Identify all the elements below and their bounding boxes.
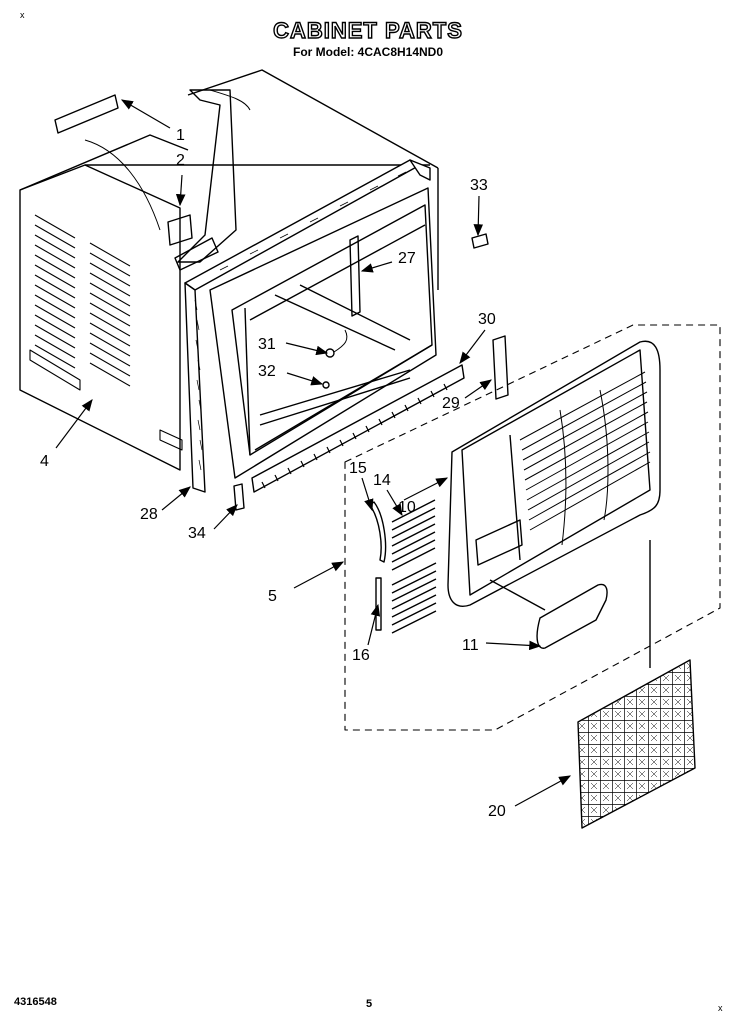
callout-16: 16 [352, 647, 370, 664]
callout-4: 2 [176, 152, 185, 169]
part-32-screw [322, 381, 330, 389]
model-subtitle: For Model: 4CAC8H14ND0 [292, 45, 444, 59]
cabinet-front-frame [209, 187, 437, 479]
part-31-wire [333, 329, 348, 353]
label-part [54, 94, 119, 134]
part-33-screw [471, 233, 489, 249]
control-door-link [489, 579, 546, 611]
control-door [536, 583, 608, 649]
part-34-clip [233, 483, 245, 511]
callout-15: 15 [349, 460, 367, 477]
front-grille [447, 340, 661, 607]
callout-labels: 1 2 4 5 10 11 14 15 16 20 27 28 29 30 31… [40, 127, 506, 820]
callout-14: 14 [373, 472, 391, 489]
part-15-strip [369, 501, 387, 563]
page-title: CABINET PARTS [272, 17, 463, 43]
callout-5: 1 [176, 127, 185, 144]
part-16-strip [375, 577, 382, 631]
air-filter [577, 659, 696, 829]
bottom-grille-strip [251, 364, 465, 493]
callout-11: 11 [462, 637, 479, 654]
cabinet-gasket [184, 159, 431, 493]
gasket-texture [194, 171, 407, 471]
louver-stack-upper [391, 499, 436, 571]
assembly-boundary [344, 324, 721, 731]
callout-28: 28 [140, 506, 158, 523]
callout-34: 34 [188, 525, 206, 542]
corner-mark-top-left: x [20, 10, 25, 20]
top-cable [209, 89, 251, 111]
front-grille-louvers [519, 371, 651, 546]
callout-31: 31 [258, 336, 276, 353]
callout-20: 20 [488, 803, 506, 820]
callout-30: 30 [478, 311, 496, 328]
callout-1: 4 [40, 453, 49, 470]
callout-32: 32 [258, 363, 276, 380]
louver-stack-lower [391, 562, 437, 634]
corner-mark-bottom-right: x [718, 1003, 723, 1013]
callout-2: 5 [268, 588, 277, 605]
part-31-plug [325, 348, 335, 358]
chassis-rails [259, 235, 411, 426]
page-number: 5 [366, 998, 373, 1010]
doc-number: 4316548 [14, 996, 57, 1008]
thermostat-bracket [167, 89, 237, 271]
part-29-bracket [492, 335, 509, 400]
callout-10: 10 [398, 499, 416, 516]
callout-27: 27 [398, 250, 416, 267]
callout-33: 33 [470, 177, 488, 194]
thermostat-wire [84, 139, 161, 231]
callout-29: 29 [442, 395, 460, 412]
side-louvers [29, 214, 183, 451]
leader-arrows [55, 99, 572, 807]
